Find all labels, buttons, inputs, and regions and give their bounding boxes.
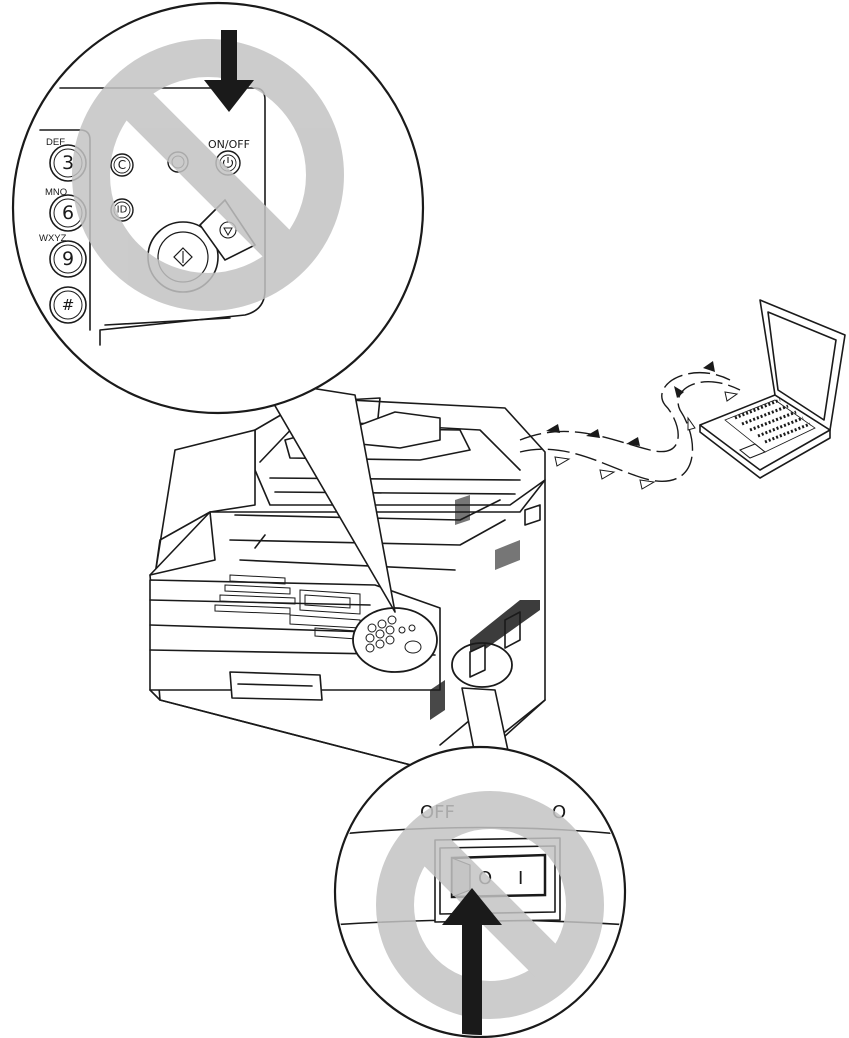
key-9: 9 WXYZ: [39, 233, 87, 278]
switch-on-symbol: I: [518, 868, 523, 889]
data-cable: [519, 361, 741, 490]
power-label: ON/OFF: [208, 138, 250, 151]
clear-key-label: C: [118, 158, 126, 172]
laptop-icon: [699, 299, 846, 479]
key-9-letters: WXYZ: [39, 233, 67, 244]
down-arrow-icon: [204, 30, 254, 112]
key-6-letters: MNO: [45, 187, 67, 198]
switch-zoom-callout: OFF O O I: [333, 687, 627, 1038]
clear-key: C: [110, 153, 134, 177]
prohibition-sign-icon: [72, 39, 344, 311]
switch-highlight: [451, 642, 513, 688]
key-hash-digit: #: [62, 296, 75, 314]
up-arrow-icon: [442, 888, 502, 1035]
key-3-letters: DEF: [46, 137, 65, 148]
id-key-label: ID: [117, 205, 128, 216]
key-3-digit: 3: [62, 152, 74, 174]
printer-illustration: [149, 397, 546, 771]
key-9-digit: 9: [62, 248, 74, 270]
key-6-digit: 6: [62, 202, 74, 224]
one-touch-keys: [214, 574, 296, 615]
control-panel-highlight: [352, 607, 438, 673]
side-power-switch: [469, 644, 486, 678]
panel-zoom-callout: 3 DEF 6 MNO 9 WXYZ #: [11, 1, 425, 613]
prohibition-sign-icon: [376, 791, 604, 1019]
laptop-keyboard: [724, 398, 816, 459]
key-hash: #: [49, 286, 87, 324]
